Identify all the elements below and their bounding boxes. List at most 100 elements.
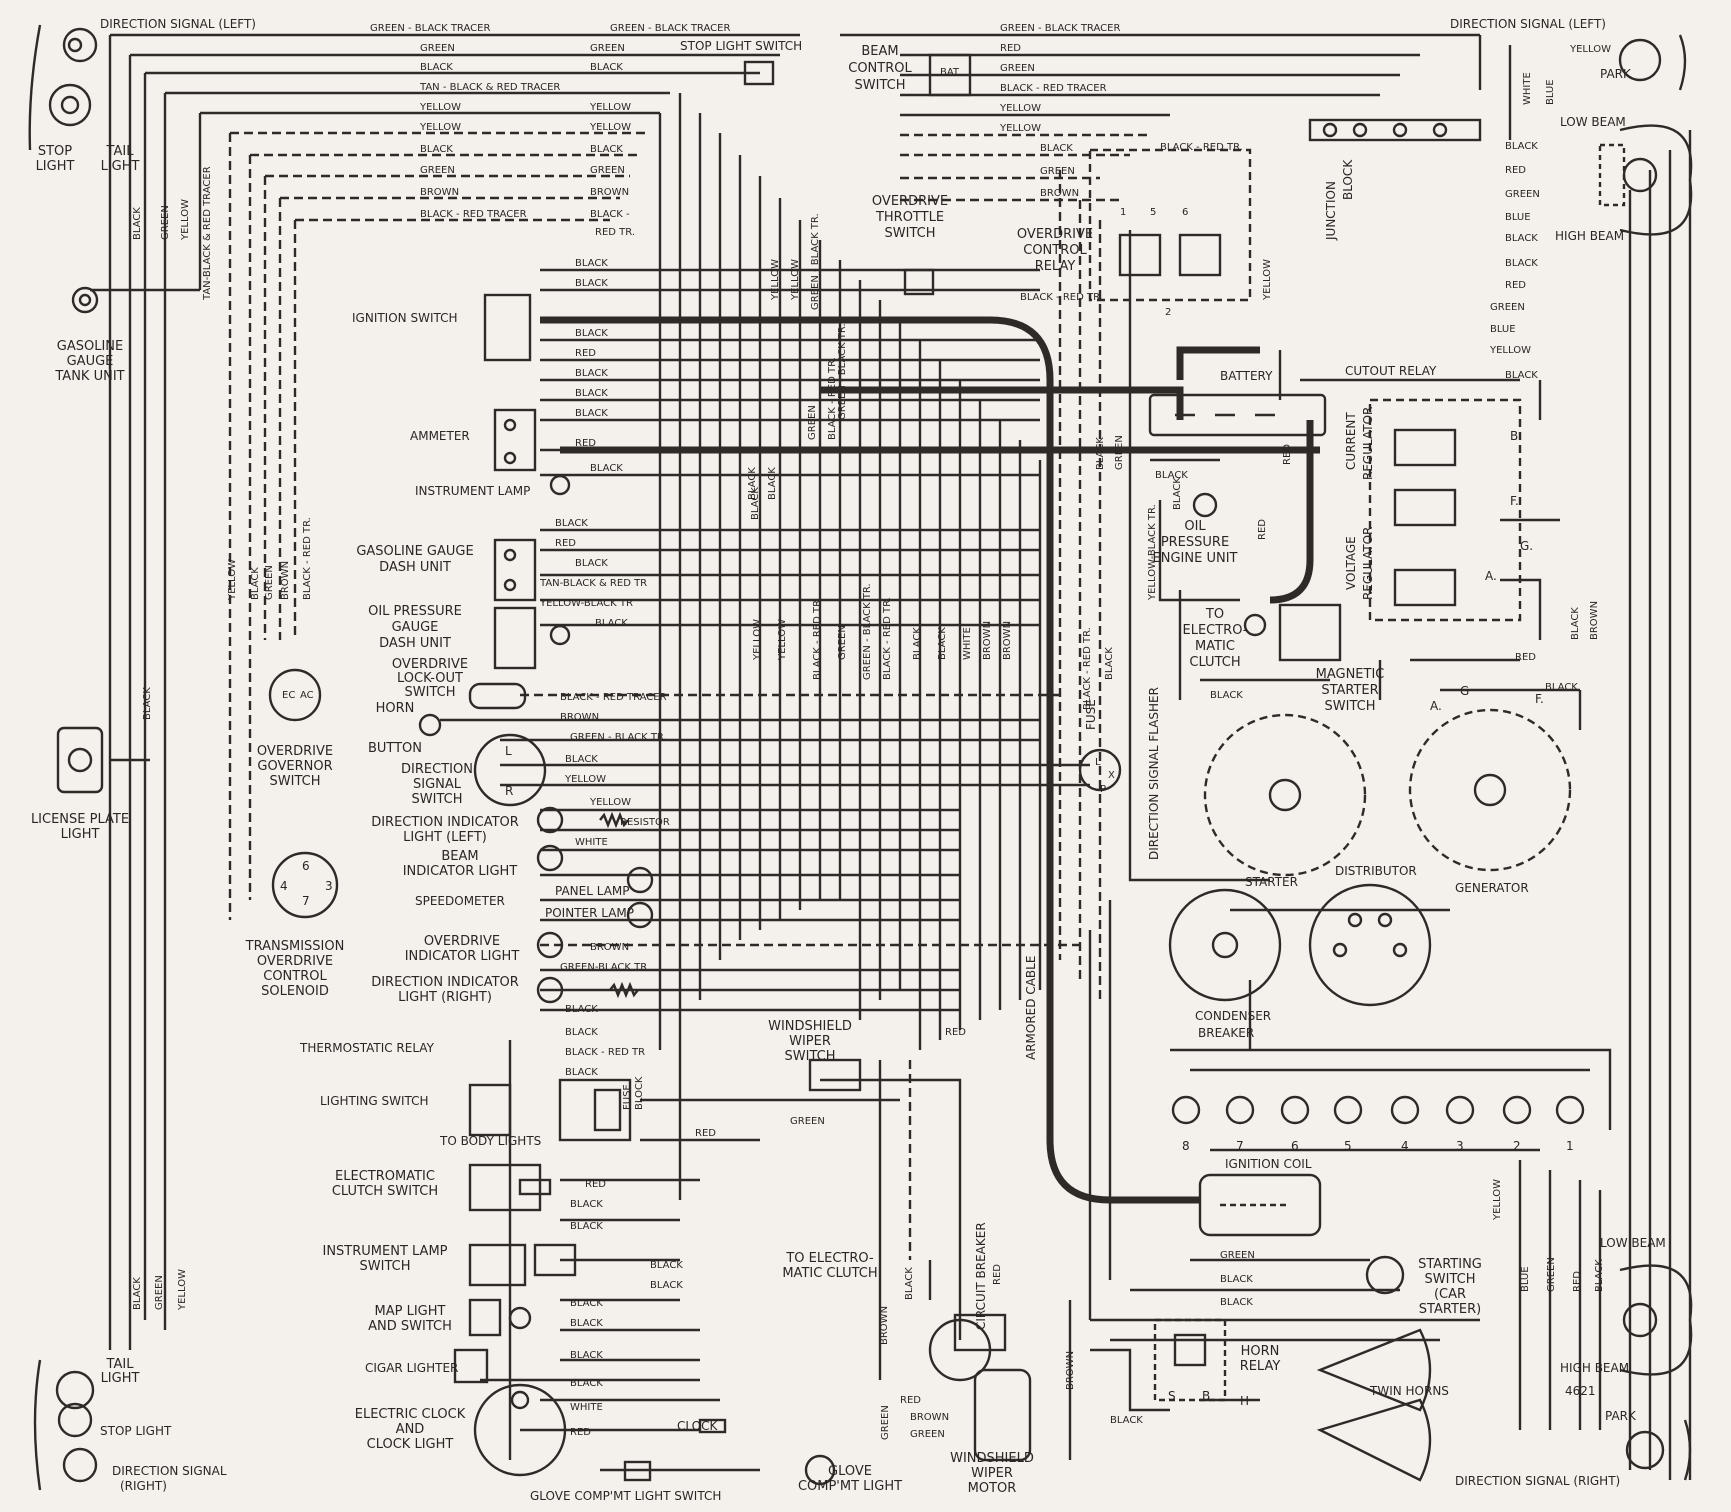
wire-label: GREEN <box>590 43 625 54</box>
label-mag-starter-3: SWITCH <box>1325 699 1376 714</box>
plug-number: 7 <box>1236 1139 1244 1153</box>
label-dir-ind-right-1: DIRECTION INDICATOR <box>371 975 519 990</box>
wire-label: BLACK <box>570 1221 603 1232</box>
wire-label: GREEN <box>1040 166 1075 177</box>
wire-label: BLACK <box>650 1260 683 1271</box>
battery-component <box>1148 393 1327 437</box>
wire-label: BLACK <box>575 408 608 419</box>
wire-label: BLACK - RED TRACER <box>420 209 527 220</box>
label-dir-rr-1: DIRECTION SIGNAL <box>112 1464 227 1478</box>
wire-label: BLACK <box>420 144 453 155</box>
wire-label: YELLOW <box>419 102 461 113</box>
label-mag-starter-2: STARTER <box>1321 683 1378 698</box>
label-direction-signal-left-rear: DIRECTION SIGNAL (LEFT) <box>100 17 256 31</box>
wire-label: YELLOW <box>752 619 763 661</box>
stop-light-switch-component <box>743 60 775 86</box>
label-tail-light-1: TAIL <box>106 144 135 159</box>
wire-label: BLACK <box>570 1318 603 1329</box>
label-start-sw-1: STARTING <box>1418 1257 1482 1272</box>
label-horn-relay-2: RELAY <box>1240 1359 1281 1374</box>
wire-label: BLACK <box>1104 647 1115 680</box>
label-oil-engine-1: OIL <box>1184 519 1206 534</box>
label-body-lights: TO BODY LIGHTS <box>439 1134 541 1148</box>
wire-label: RED <box>1505 280 1526 291</box>
wire-label: BLACK <box>590 144 623 155</box>
wire-label: BLACK <box>570 1298 603 1309</box>
glove-compartment-light-component <box>623 1454 836 1486</box>
wire-label: GREEN <box>1490 302 1525 313</box>
wire-label: BLACK <box>904 1267 915 1300</box>
wire-label: BROWN <box>910 1412 949 1423</box>
label-dir-ind-left-2: LIGHT (LEFT) <box>403 830 487 845</box>
label-ec-lower-1: TO ELECTRO- <box>785 1251 874 1266</box>
direction-signal-left-front-lamp <box>1618 34 1687 91</box>
label-distributor: DISTRIBUTOR <box>1335 864 1417 878</box>
wire-label: GREEN - BLACK TRACER <box>610 23 730 34</box>
label-horn-2: BUTTON <box>368 741 422 756</box>
wire-label: BLACK <box>142 687 153 720</box>
wire-label: GREEN <box>837 625 848 660</box>
wire-label: BLACK - RED TR. <box>302 517 313 600</box>
terminal-label: EC <box>282 690 295 701</box>
label-stop-light-switch: STOP LIGHT SWITCH <box>680 39 802 53</box>
label-oil-dash-3: DASH UNIT <box>379 636 451 651</box>
label-glove-light-2: COMP'MT LIGHT <box>798 1479 902 1494</box>
wire-label: BROWN <box>982 621 993 660</box>
wire-label: YELLOW <box>770 259 781 301</box>
wire-label: BLACK <box>565 1004 598 1015</box>
label-clock-1: ELECTRIC CLOCK <box>355 1407 466 1422</box>
windshield-wiper-motor-component <box>928 1313 1032 1462</box>
label-twin-horns: TWIN HORNS <box>1369 1384 1449 1398</box>
ignition-switch-component <box>483 293 532 362</box>
top-harness-wires <box>90 33 1692 1480</box>
label-ec-sw-1: ELECTROMATIC <box>335 1169 435 1184</box>
engine-side-wires <box>1068 230 1612 1460</box>
label-low-beam: LOW BEAM <box>1560 115 1626 129</box>
direction-signal-switch-component <box>473 733 1122 807</box>
label-voltage-1: VOLTAGE <box>1344 536 1358 590</box>
label-od-relay-2: CONTROL <box>1023 243 1087 258</box>
terminal-labels: BAT B. F. G. A. A. G F. L X P S B H R L … <box>280 67 1574 1408</box>
label-thermostatic: THERMOSTATIC RELAY <box>299 1041 435 1055</box>
wire-label: TAN - BLACK & RED TRACER <box>419 82 560 93</box>
stop-tail-light-left <box>48 83 92 127</box>
terminal-label: F. <box>1535 692 1544 706</box>
terminal-label: L <box>1095 757 1101 768</box>
label-electro-1: TO <box>1205 607 1224 622</box>
wire-label: BLACK <box>575 558 608 569</box>
label-horn-relay-1: HORN <box>1241 1344 1280 1359</box>
terminal-label: BAT <box>940 67 960 78</box>
label-trans-3: CONTROL <box>263 969 327 984</box>
label-od-throttle-2: THROTTLE <box>875 210 944 225</box>
wire-label: BROWN <box>879 1306 890 1345</box>
wire-label: YELLOW-BLACK TR. <box>1147 504 1158 601</box>
plug-number: 6 <box>1291 1139 1299 1153</box>
lighting-switch-component <box>468 1078 632 1142</box>
wire-label: GREEN - BLACK TR. <box>810 213 821 310</box>
wire-label: YELLOW <box>589 122 631 133</box>
label-park: PARK <box>1600 67 1632 81</box>
label-od-gov-1: OVERDRIVE <box>257 744 333 759</box>
overdrive-governor-switch-component <box>268 668 322 722</box>
wire-label: BLACK <box>1220 1297 1253 1308</box>
instrument-lamp-switch-component <box>468 1243 577 1287</box>
wire-label: BLACK - RED TR. <box>812 597 823 680</box>
wire-label: RED <box>1515 652 1536 663</box>
wire-label: BLACK <box>570 1199 603 1210</box>
label-od-throttle-1: OVERDRIVE <box>872 194 948 209</box>
wire-label: BROWN <box>1002 621 1013 660</box>
ignition-coil-component <box>1198 1173 1322 1237</box>
dash-horizontal-wires <box>440 268 1090 1012</box>
wire-label: YELLOW <box>1262 259 1273 301</box>
label-od-ind-1: OVERDRIVE <box>424 934 500 949</box>
label-voltage-2: REGULATOR <box>1361 527 1375 600</box>
wire-label: BLACK - RED TR. <box>1020 292 1103 303</box>
label-high-beam: HIGH BEAM <box>1555 229 1624 243</box>
wire-label: BLACK <box>1040 143 1073 154</box>
license-plate-light <box>56 726 104 794</box>
wire-label: BLACK <box>750 487 761 520</box>
wire-label: BLACK <box>1505 370 1538 381</box>
label-tail-rr-1: TAIL <box>106 1357 135 1372</box>
label-direction-signal-left-front: DIRECTION SIGNAL (LEFT) <box>1450 17 1606 31</box>
label-map-1: MAP LIGHT <box>375 1304 446 1319</box>
